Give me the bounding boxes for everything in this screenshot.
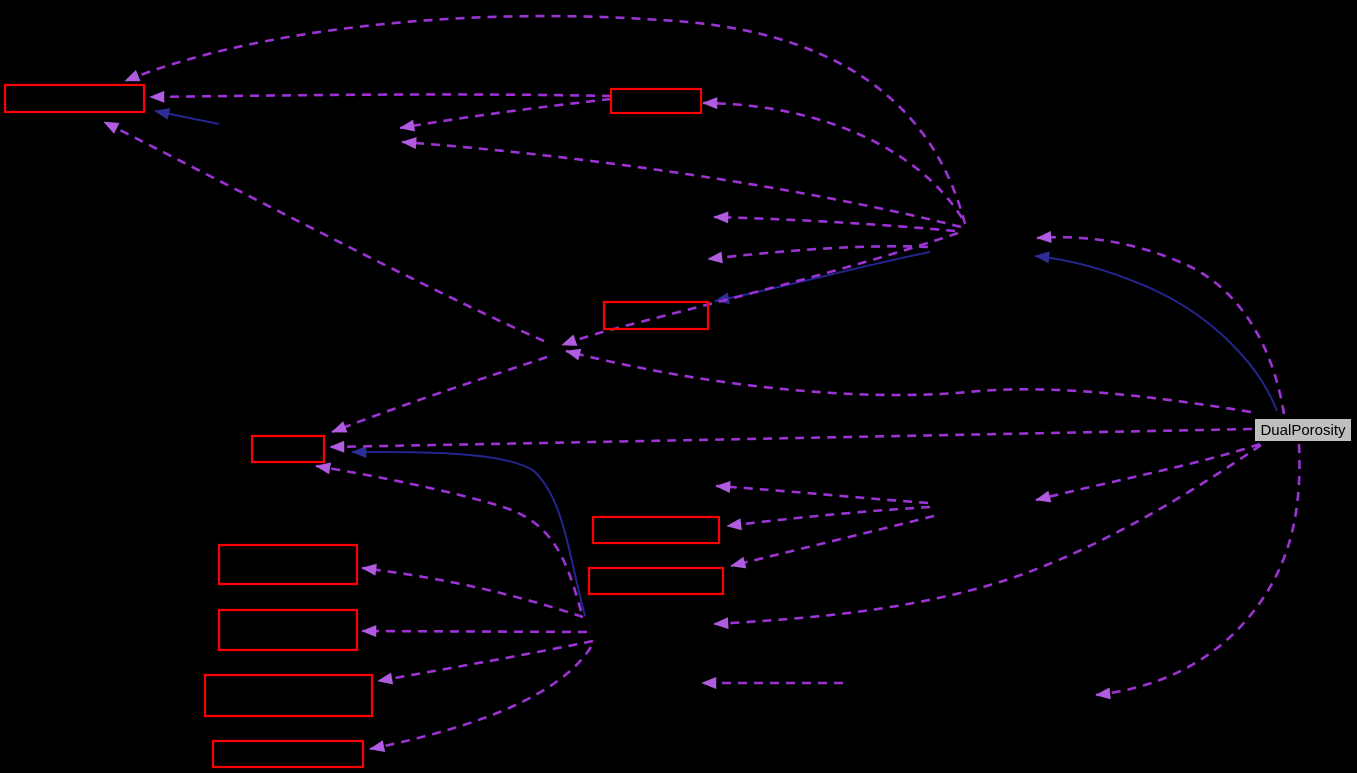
edge-hub4-left-c [361,563,584,619]
node-top-middle[interactable] [609,87,703,115]
edge-hub1-stub-lower [401,137,962,229]
edge-hub1-stub-right [713,211,956,233]
edge-blue-stub-topleft [154,107,220,125]
edge-dp-leftmiddle [329,427,1253,453]
edges-layer [103,14,1301,753]
edge-hub2-middle-blue [714,251,931,305]
node-left-f[interactable] [211,739,365,769]
edge-dp-node5 [565,348,1252,414]
node-middle[interactable] [602,300,710,331]
node-left-c[interactable] [217,543,359,586]
edge-arc-over-top [124,14,967,225]
edge-dp-hub2-blue [1034,251,1278,412]
edge-hub2-stub [707,245,929,264]
edge-dp-hub2-dashed [1036,231,1286,415]
node-left-d[interactable] [217,608,359,652]
edge-hub4-left-d [361,625,588,638]
edge-hub4-left-f [369,646,593,753]
edge-dp-node9 [1095,443,1301,700]
edge-topmiddle-stub-upper [399,97,612,132]
node-left-e[interactable] [203,673,374,718]
current-node-dualporosity: DualPorosity [1254,418,1352,442]
edge-hub1-node5 [561,231,959,347]
edge-hub4-left-e [377,639,594,685]
edge-node5-leftmiddle [331,355,548,434]
edge-hub4-leftmiddle-dash [315,462,583,612]
edge-dp-hub3 [1035,442,1261,503]
node-center-b[interactable] [587,566,725,596]
edge-topmiddle-topleft [149,90,612,103]
edge-hub3-stub [715,480,929,505]
node-center-a[interactable] [591,515,721,545]
edge-node5-topleft [103,120,545,343]
edge-dp-node8 [713,443,1262,630]
node-top-left[interactable] [3,83,146,114]
node-left-middle[interactable] [250,434,326,464]
edge-hub1-topmiddle [702,97,964,219]
edge-hub3-center-b [730,514,935,569]
edge-hub3-center-a [726,505,931,531]
edge-hub4-leftmiddle-blue [351,446,586,617]
nodes-layer [3,83,725,769]
